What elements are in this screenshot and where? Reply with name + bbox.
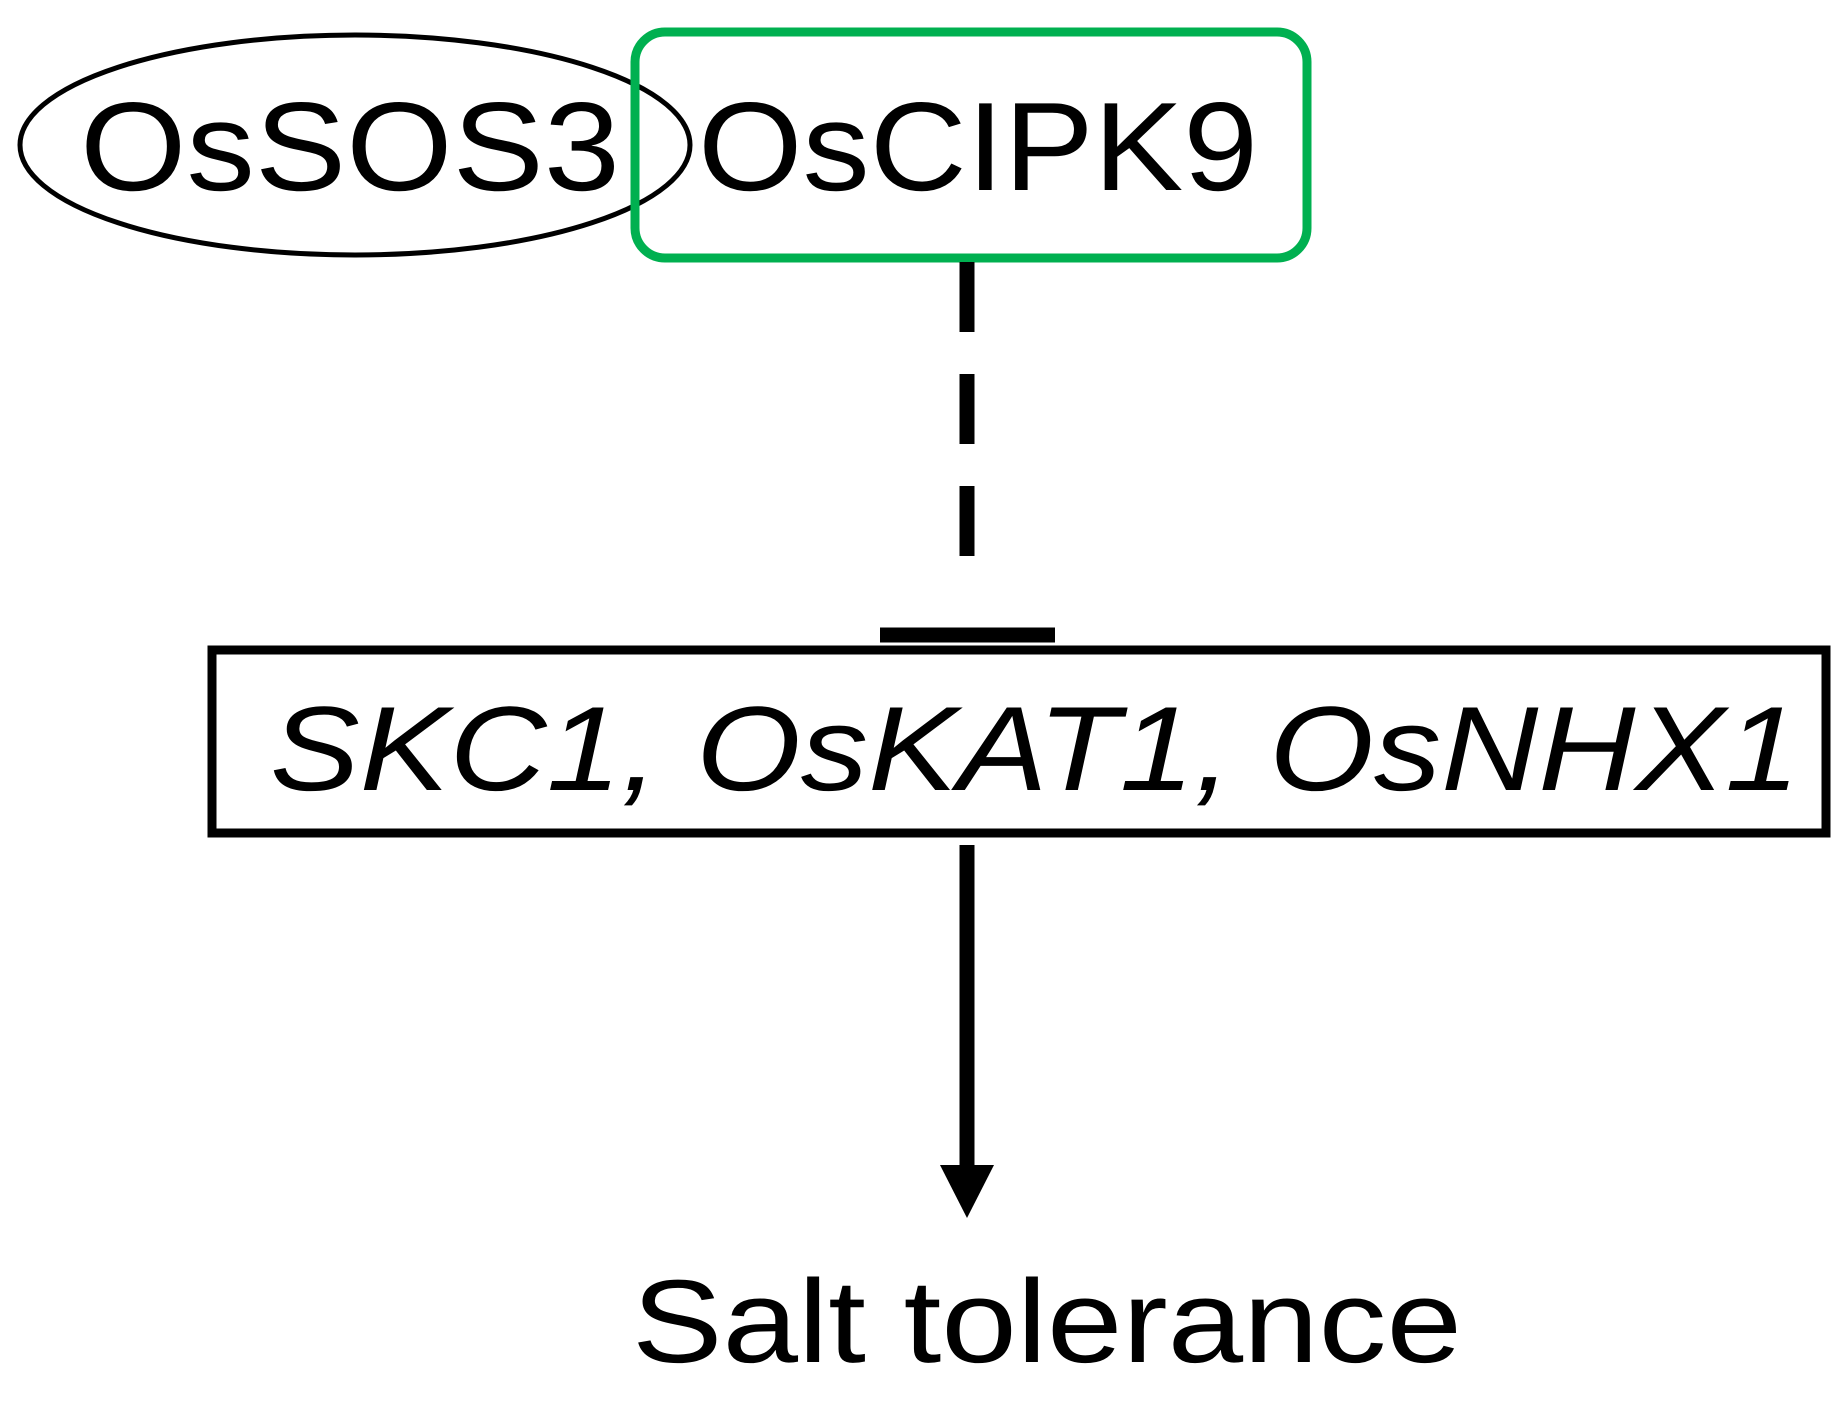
oscipk9-box <box>630 27 1312 263</box>
ossos3-ellipse <box>17 32 693 258</box>
target-genes-box <box>207 645 1831 838</box>
node-target-genes: SKC1, OsKAT1, OsNHX1 <box>207 645 1831 838</box>
edge-activation <box>940 845 994 1218</box>
activation-arrow-head <box>940 1165 994 1218</box>
target-genes-label: SKC1, OsKAT1, OsNHX1 <box>270 682 1800 816</box>
salt-tolerance-label: Salt tolerance <box>632 1256 1462 1388</box>
ossos3-label: OsSOS3 <box>80 76 620 217</box>
edge-inhibition <box>880 262 1055 643</box>
node-ossos3: OsSOS3 <box>17 32 693 258</box>
oscipk9-label: OsCIPK9 <box>698 76 1258 217</box>
node-oscipk9: OsCIPK9 <box>630 27 1312 263</box>
